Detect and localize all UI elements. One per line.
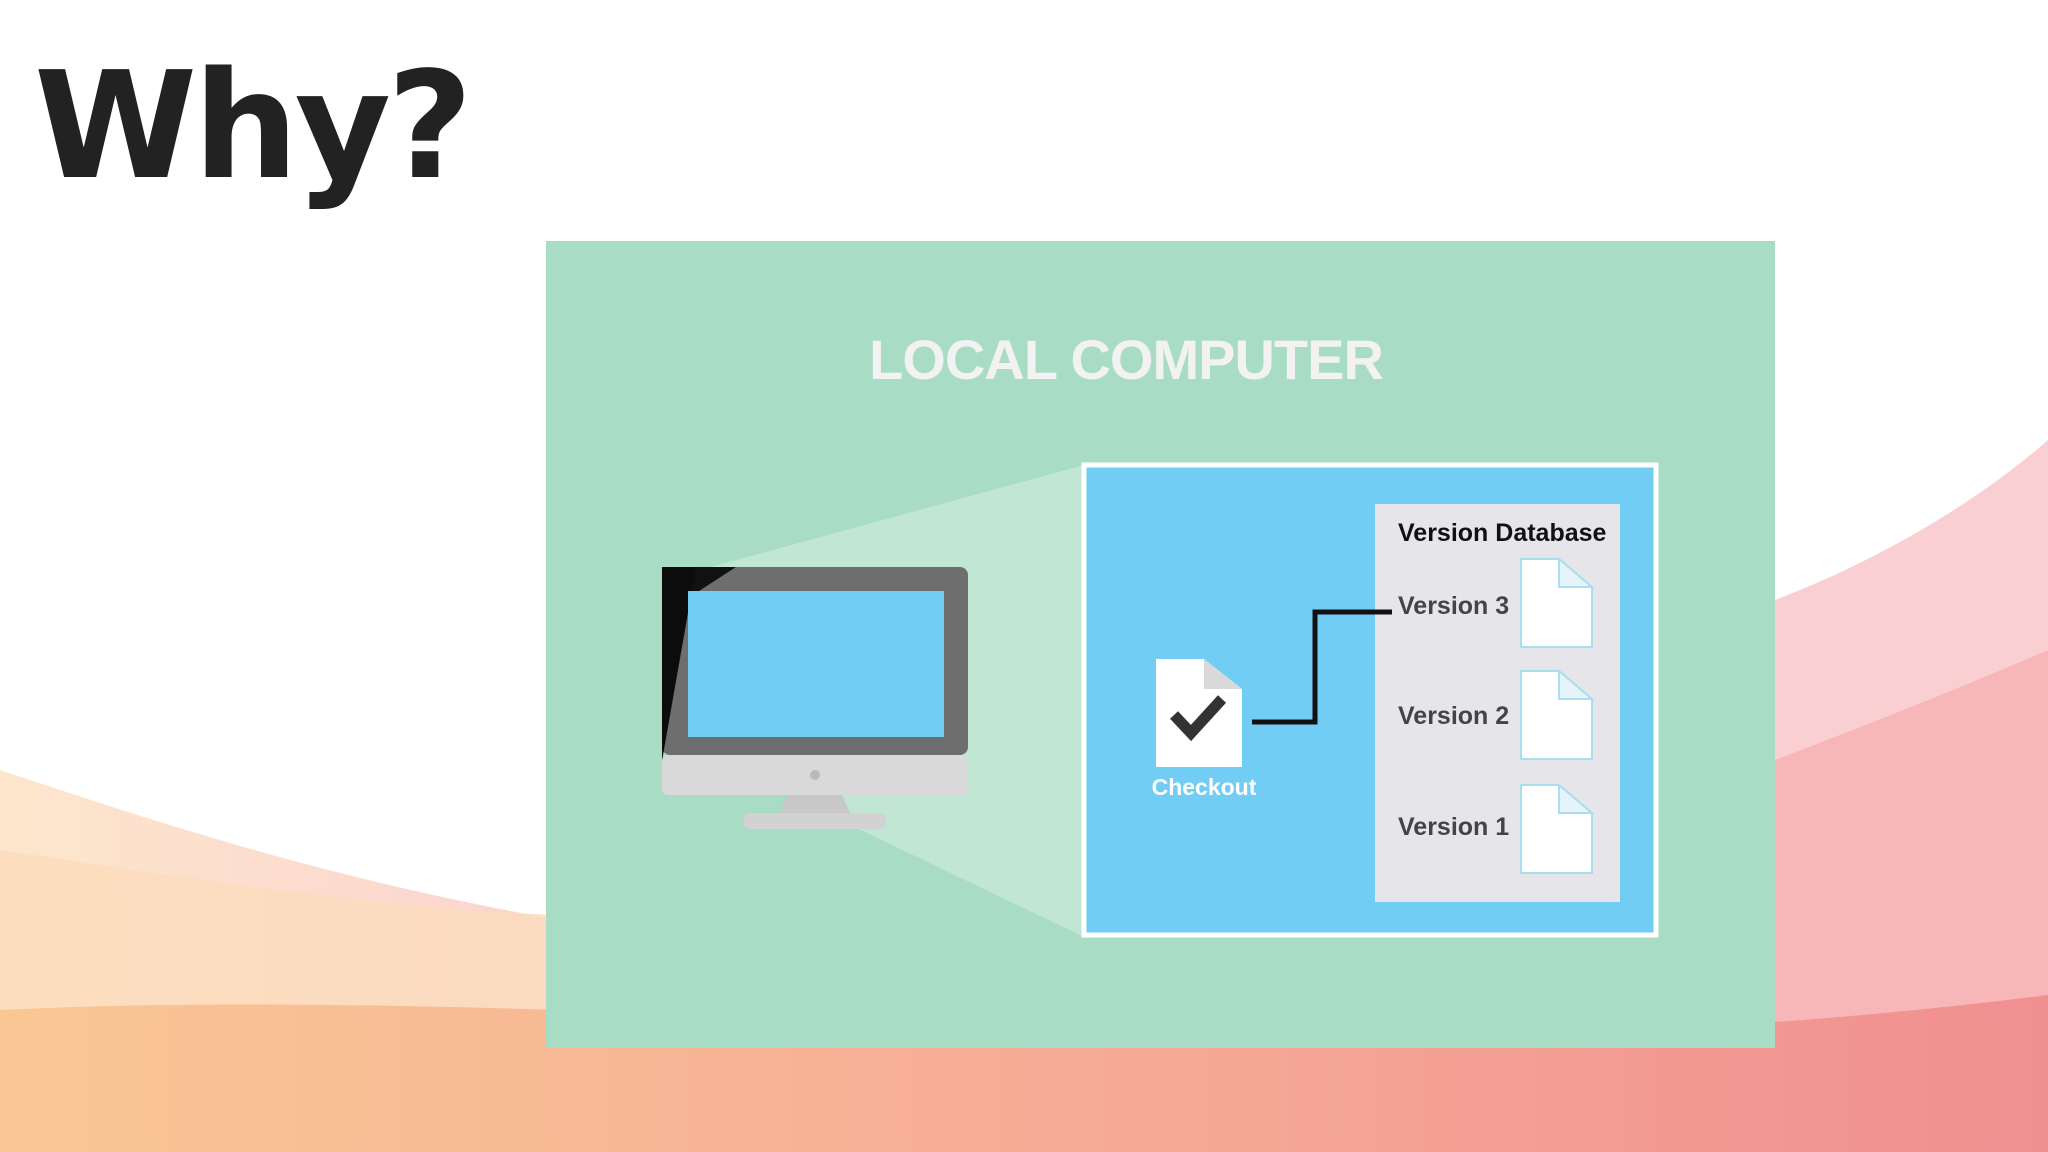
- diagram-heading: LOCAL COMPUTER: [869, 328, 1384, 391]
- diagram-art: [662, 462, 1659, 938]
- document-icon: [1520, 782, 1595, 874]
- document-icon: [1520, 556, 1595, 648]
- version-label: Version 3: [1398, 592, 1510, 620]
- checkout-document-icon: [1156, 659, 1242, 767]
- version-label: Version 1: [1398, 813, 1510, 841]
- version-label: Version 2: [1398, 702, 1510, 730]
- slide-title: Why?: [34, 40, 473, 212]
- version-database-title: Version Database: [1398, 519, 1607, 547]
- checkout-label: Checkout: [1151, 774, 1257, 800]
- monitor-icon: [662, 567, 968, 829]
- diagram-panel: LOCAL COMPUTER Version Database Version …: [546, 241, 1775, 1048]
- checkout-connector: [1252, 609, 1392, 725]
- document-icon: [1520, 668, 1595, 760]
